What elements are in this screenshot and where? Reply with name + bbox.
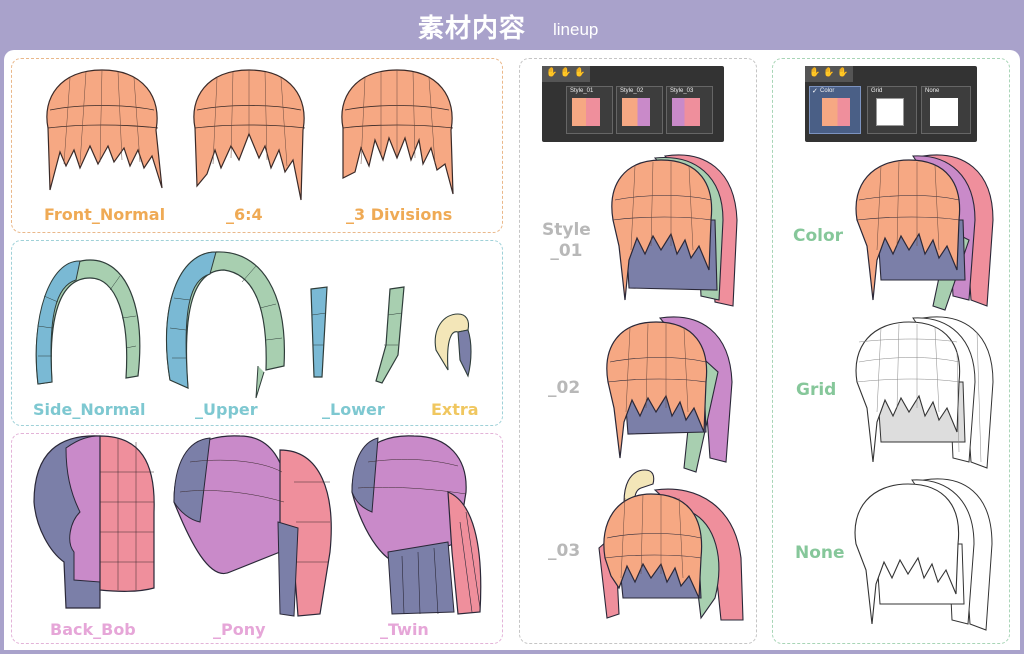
style-02-option[interactable]: Style_02 xyxy=(616,86,663,134)
style-01-hair-image xyxy=(611,154,738,307)
extra-label: Extra xyxy=(431,400,479,419)
back-hair-panel xyxy=(11,433,503,644)
display-grid-option[interactable]: Grid xyxy=(867,86,917,134)
display-tool-icon-2[interactable]: ✋ xyxy=(823,68,835,78)
front-64-label: _6:4 xyxy=(226,205,263,224)
extra-hair-image xyxy=(434,313,472,378)
front-normal-hair-image xyxy=(46,69,163,191)
front-normal-label: Front_Normal xyxy=(44,205,166,224)
display-grid-hair-image xyxy=(855,316,994,469)
display-color-label: Color xyxy=(793,226,844,246)
display-palette: ✋ ✋ ✋ Color ✓ Grid None xyxy=(805,66,977,142)
style-palette-toolbar: ✋ ✋ ✋ xyxy=(542,66,590,82)
display-color-option-label: Color xyxy=(820,88,835,94)
style-01-option[interactable]: Style_01 xyxy=(566,86,613,134)
style-panel xyxy=(519,58,757,644)
palette-tool-icon[interactable]: ✋ xyxy=(546,68,558,78)
style-02-thumbnail xyxy=(622,98,650,126)
palette-tool-icon-2[interactable]: ✋ xyxy=(560,68,572,78)
palette-tool-icon-3[interactable]: ✋ xyxy=(574,68,586,78)
display-color-option[interactable]: Color ✓ xyxy=(809,86,861,134)
display-palette-toolbar: ✋ ✋ ✋ xyxy=(805,66,853,82)
back-bob-label: Back_Bob xyxy=(50,620,136,639)
style-03-thumbnail xyxy=(672,98,700,126)
style-02-hair-image xyxy=(606,316,733,473)
checkmark-icon: ✓ xyxy=(812,87,818,95)
display-grid-thumbnail xyxy=(876,98,904,126)
display-none-option-label: None xyxy=(925,88,940,94)
style-01-thumbnail xyxy=(572,98,600,126)
style-03-option[interactable]: Style_03 xyxy=(666,86,713,134)
style-palette: ✋ ✋ ✋ Style_01 Style_02 Style_03 xyxy=(542,66,724,142)
style-03-hair-image xyxy=(598,469,744,621)
back-pony-hair-image xyxy=(173,435,332,617)
display-grid-option-label: Grid xyxy=(871,88,883,94)
side-lower-green-hair-image xyxy=(375,286,405,384)
side-lower-label: _Lower xyxy=(322,400,385,419)
back-twin-label: _Twin xyxy=(380,620,429,639)
style-01-label: Style _01 xyxy=(542,220,591,261)
display-color-hair-image xyxy=(855,154,994,311)
side-normal-hair-image xyxy=(35,259,141,385)
style-03-label: _03 xyxy=(548,541,581,561)
side-upper-hair-image xyxy=(165,251,286,399)
style-01-option-label: Style_01 xyxy=(570,88,594,94)
header-bar: 素材内容 lineup xyxy=(0,0,1024,50)
display-tool-icon[interactable]: ✋ xyxy=(809,68,821,78)
side-lower-hair-image xyxy=(310,286,328,378)
page-title: 素材内容 xyxy=(418,14,527,44)
front-3divisions-label: _3 Divisions xyxy=(346,205,453,224)
display-none-thumbnail xyxy=(930,98,958,126)
back-twin-hair-image xyxy=(351,435,482,615)
style-02-label: _02 xyxy=(548,378,581,398)
display-none-hair-image xyxy=(854,478,993,631)
style-02-option-label: Style_02 xyxy=(620,88,644,94)
front-hair-panel xyxy=(11,58,503,233)
display-panel xyxy=(772,58,1010,644)
display-tool-icon-3[interactable]: ✋ xyxy=(837,68,849,78)
side-upper-label: _Upper xyxy=(195,400,258,419)
display-none-label: None xyxy=(795,543,845,563)
display-none-option[interactable]: None xyxy=(921,86,971,134)
side-normal-label: Side_Normal xyxy=(33,400,146,419)
side-hair-panel xyxy=(11,240,503,426)
display-grid-label: Grid xyxy=(796,380,837,400)
back-pony-label: _Pony xyxy=(213,620,266,639)
page-subtitle: lineup xyxy=(553,20,599,39)
display-color-thumbnail xyxy=(822,98,850,126)
style-03-option-label: Style_03 xyxy=(670,88,694,94)
back-bob-hair-image xyxy=(33,435,155,609)
front-64-hair-image xyxy=(193,69,306,201)
front-3divisions-hair-image xyxy=(341,69,454,195)
